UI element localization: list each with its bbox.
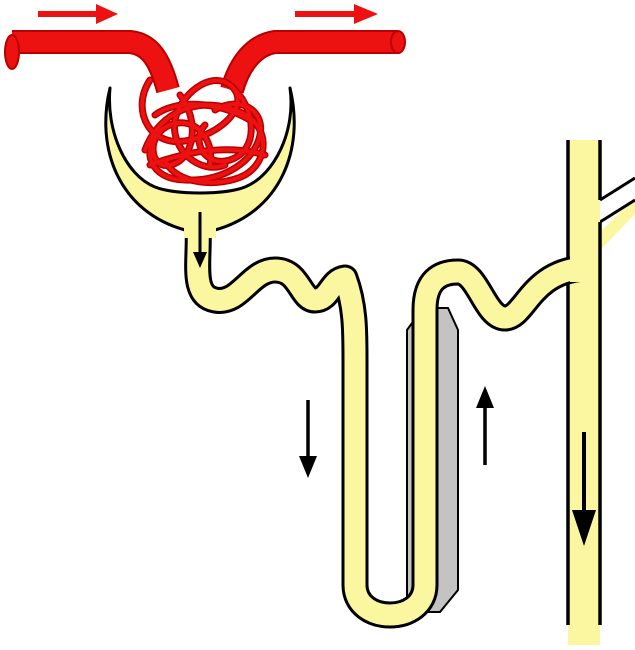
ascending-limb-arrow (476, 386, 494, 465)
afferent-flow-arrow (38, 4, 118, 24)
efferent-flow-arrow (295, 4, 378, 24)
filtrate-flow-arrows (193, 212, 596, 546)
tubule-fill (198, 228, 584, 615)
collecting-duct (568, 140, 635, 645)
efferent-opening (391, 31, 405, 53)
collecting-duct-branch (597, 198, 635, 250)
glomerulus (142, 80, 265, 183)
capsule-outer-wall (106, 88, 294, 230)
collecting-duct-tube (568, 140, 600, 645)
afferent-opening (5, 35, 19, 69)
blood-flow-arrows (38, 4, 378, 24)
descending-limb-arrow (299, 400, 317, 478)
